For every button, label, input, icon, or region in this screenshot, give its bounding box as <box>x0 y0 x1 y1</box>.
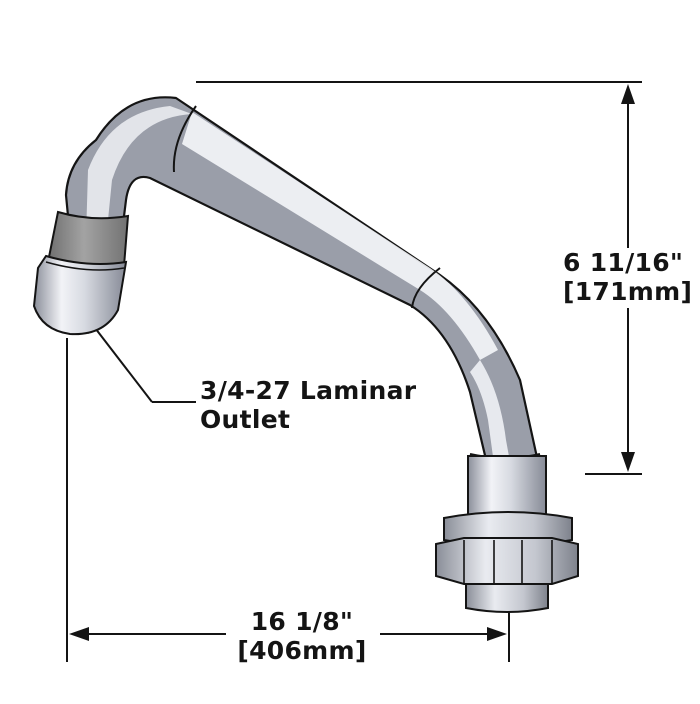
upper-bend-highlight <box>86 106 192 240</box>
callout-leader <box>91 323 153 403</box>
height-imperial: 6 11/16" <box>563 248 684 277</box>
lower-leg <box>467 455 547 521</box>
width-arrow-right <box>487 627 507 641</box>
outlet-callout-label: 3/4-27 Laminar Outlet <box>200 376 416 434</box>
height-dimension-label: 6 11/16" [171mm] <box>563 248 692 306</box>
straight-run-highlight <box>182 112 498 360</box>
width-imperial: 16 1/8" <box>250 607 354 636</box>
outlet-label-line2: Outlet <box>200 405 291 434</box>
lower-leg-highlight <box>470 360 510 464</box>
height-arrow-up <box>621 84 635 104</box>
laminar-outlet <box>32 210 130 336</box>
threaded-tail <box>465 583 549 613</box>
outlet-label-line1: 3/4-27 Laminar <box>200 376 417 405</box>
outlet-tip-seam <box>45 261 125 271</box>
height-arrow-down <box>621 452 635 472</box>
height-metric: [171mm] <box>563 277 693 306</box>
seam-lower <box>411 267 441 309</box>
outlet-tip <box>32 254 128 336</box>
width-metric: [406mm] <box>237 636 367 665</box>
width-dimension-label: 16 1/8" [406mm] <box>226 607 378 665</box>
seam-upper <box>172 105 197 173</box>
width-arrow-left <box>69 627 89 641</box>
mount-assembly <box>435 455 579 613</box>
hex-nut <box>435 537 579 585</box>
